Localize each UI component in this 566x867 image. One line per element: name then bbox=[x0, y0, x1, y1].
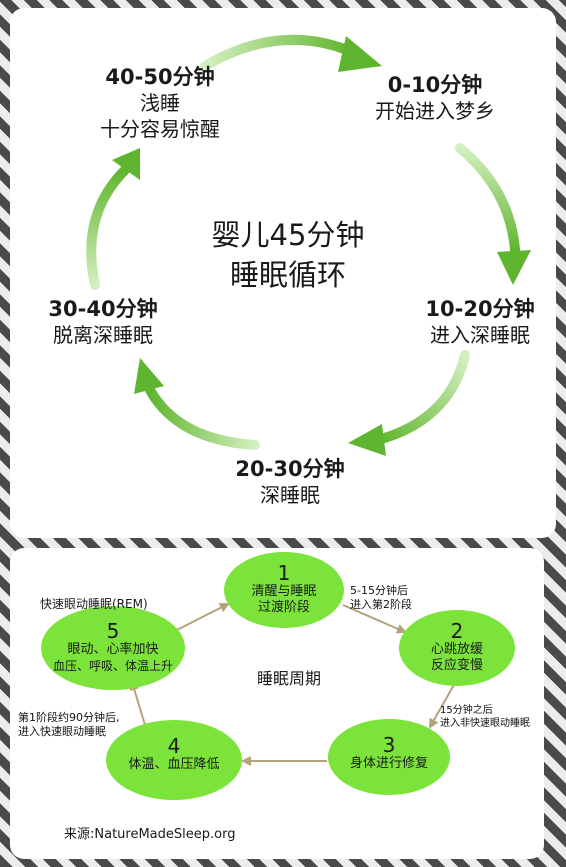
cycle-arrowhead-right bbox=[497, 250, 531, 285]
stage-time: 40-50分钟 bbox=[105, 65, 215, 89]
cycle-stage-10-20: 10-20分钟 进入深睡眠 bbox=[405, 296, 555, 348]
stage-time: 10-20分钟 bbox=[425, 297, 535, 321]
cycle-arrow-bottom-right bbox=[373, 350, 470, 445]
cycle-stage-20-30: 20-30分钟 深睡眠 bbox=[215, 456, 365, 508]
period-node-2 bbox=[399, 610, 515, 686]
period-node-2-text: 2 心跳放缓 反应变慢 bbox=[407, 620, 507, 674]
cycle-stage-40-50: 40-50分钟 浅睡 十分容易惊醒 bbox=[75, 64, 245, 142]
node-line1: 心跳放缓 bbox=[430, 642, 483, 657]
period-rem-label: 快速眼动睡眠(REM) bbox=[40, 597, 148, 611]
cycle-arrow-left bbox=[86, 165, 130, 290]
stage-time: 20-30分钟 bbox=[235, 457, 345, 481]
note-line1: 15分钟之后 bbox=[440, 705, 493, 716]
stage-time: 30-40分钟 bbox=[48, 297, 158, 321]
node-line2: 过渡阶段 bbox=[257, 600, 310, 615]
note-line2: 进入第2阶段 bbox=[350, 598, 412, 611]
note-line2: 进入快速眼动睡眠 bbox=[18, 725, 106, 738]
cycle-arrowhead-left bbox=[112, 148, 140, 180]
note-4-to-5: 第1阶段约90分钟后, 进入快速眼动睡眠 bbox=[18, 711, 120, 739]
stage-desc: 浅睡 bbox=[140, 91, 180, 115]
node-number: 5 bbox=[106, 619, 120, 643]
period-node-5-text: 5 眼动、心率加快 血压、呼吸、体温上升 bbox=[46, 620, 180, 674]
cycle-stage-30-40: 30-40分钟 脱离深睡眠 bbox=[28, 296, 178, 348]
cycle-arrowhead-top bbox=[338, 36, 382, 72]
node-line2: 反应变慢 bbox=[430, 658, 483, 673]
period-arrow-1-to-2 bbox=[342, 604, 407, 634]
cycle-center-title-line2: 睡眠循环 bbox=[229, 258, 346, 292]
cycle-center-title: 婴儿45分钟 睡眠循环 bbox=[183, 215, 393, 295]
period-node-4 bbox=[106, 720, 242, 800]
node-number: 2 bbox=[450, 619, 464, 643]
node-line1: 体温、血压降低 bbox=[128, 757, 220, 772]
period-node-4-text: 4 体温、血压降低 bbox=[114, 735, 234, 773]
period-arrow-2-to-3 bbox=[429, 682, 456, 729]
note-2-to-3: 15分钟之后 进入非快速眼动睡眠 bbox=[440, 704, 530, 730]
node-number: 4 bbox=[167, 734, 181, 758]
baby-sleep-cycle-panel bbox=[10, 8, 556, 538]
period-arrow-4-to-5 bbox=[129, 680, 146, 726]
cycle-stage-0-10: 0-10分钟 开始进入梦乡 bbox=[345, 72, 525, 124]
cycle-arrowhead-bottom-right bbox=[348, 424, 386, 456]
period-node-5 bbox=[41, 606, 185, 690]
period-node-1-text: 1 清醒与睡眠 过渡阶段 bbox=[229, 562, 339, 616]
stage-desc: 深睡眠 bbox=[260, 483, 320, 507]
period-node-1 bbox=[224, 552, 344, 628]
cycle-arrow-right bbox=[455, 143, 520, 255]
note-line2: 进入非快速眼动睡眠 bbox=[440, 718, 530, 729]
period-source: 来源:NatureMadeSleep.org bbox=[64, 827, 236, 842]
note-line1: 5-15分钟后 bbox=[350, 584, 408, 597]
stage-desc: 脱离深睡眠 bbox=[53, 323, 153, 347]
node-line2: 血压、呼吸、体温上升 bbox=[52, 659, 173, 673]
cycle-arrowhead-bottom-left bbox=[134, 358, 164, 394]
period-center-title: 睡眠周期 bbox=[256, 669, 321, 688]
period-node-3-text: 3 身体进行修复 bbox=[334, 734, 444, 772]
period-node-3 bbox=[328, 719, 450, 795]
node-line1: 眼动、心率加快 bbox=[67, 642, 159, 657]
cycle-arrow-top bbox=[200, 34, 357, 71]
node-line1: 清醒与睡眠 bbox=[251, 584, 317, 599]
stage-desc-2: 十分容易惊醒 bbox=[100, 117, 220, 141]
note-1-to-2: 5-15分钟后 进入第2阶段 bbox=[350, 584, 412, 612]
stage-time: 0-10分钟 bbox=[387, 73, 483, 97]
node-number: 3 bbox=[382, 733, 396, 757]
cycle-center-title-line1: 婴儿45分钟 bbox=[211, 218, 365, 252]
node-line1: 身体进行修复 bbox=[349, 756, 428, 771]
note-line1: 第1阶段约90分钟后, bbox=[18, 711, 120, 724]
cycle-arrow-bottom-left bbox=[145, 385, 260, 450]
node-number: 1 bbox=[277, 561, 291, 585]
stage-desc: 开始进入梦乡 bbox=[375, 99, 495, 123]
stage-desc: 进入深睡眠 bbox=[430, 323, 530, 347]
